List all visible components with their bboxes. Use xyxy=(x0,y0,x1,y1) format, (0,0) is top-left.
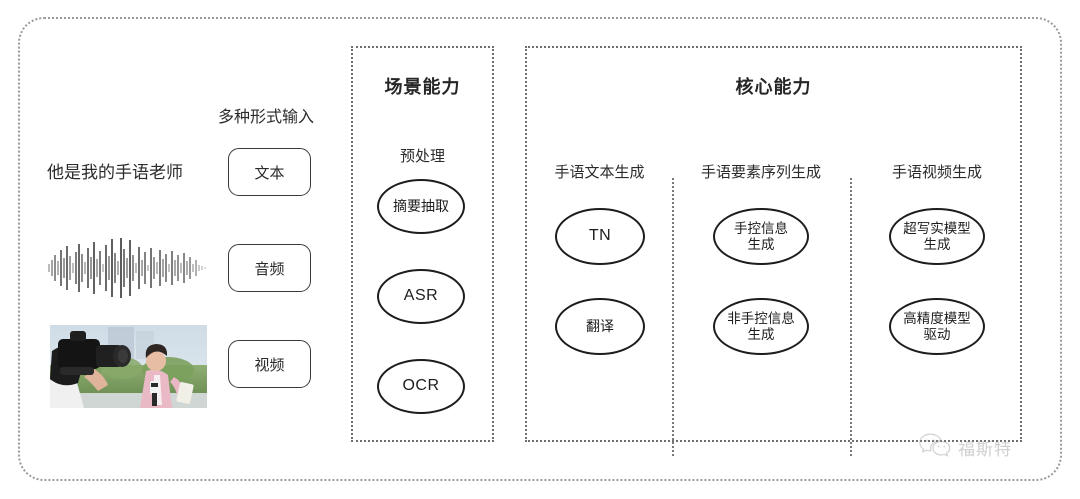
core-column-divider-1 xyxy=(672,178,674,456)
scenario-capability-panel: 场景能力 预处理 摘要抽取 ASR OCR xyxy=(351,46,494,442)
text-sample-value: 他是我的手语老师 xyxy=(47,163,183,182)
core-column-3-header: 手语视频生成 xyxy=(891,164,982,181)
core-column-divider-2 xyxy=(850,178,852,456)
watermark-label: 福斯特 xyxy=(958,440,1012,459)
core-column-element-sequence: 手语要素序列生成 手控信息 生成 非手控信息 生成 xyxy=(672,48,850,440)
video-thumbnail xyxy=(50,325,207,408)
audio-waveform-icon xyxy=(44,236,208,300)
node-high-precision-model-driving[interactable]: 高精度模型 驱动 xyxy=(889,298,985,355)
watermark: 福斯特 xyxy=(918,432,1012,463)
node-manual-feature-generation[interactable]: 手控信息 生成 xyxy=(713,208,809,265)
node-tn[interactable]: TN xyxy=(555,208,645,265)
outer-frame xyxy=(18,17,1062,481)
node-asr[interactable]: ASR xyxy=(377,269,465,324)
input-chip-audio[interactable]: 音频 xyxy=(228,244,311,292)
core-column-2-header: 手语要素序列生成 xyxy=(700,164,821,181)
node-ocr[interactable]: OCR xyxy=(377,359,465,414)
core-panel-title: 核心能力 xyxy=(735,77,812,97)
core-column-video-generation: 手语视频生成 超写实模型 生成 高精度模型 驱动 xyxy=(850,48,1024,440)
node-non-manual-feature-generation[interactable]: 非手控信息 生成 xyxy=(713,298,809,355)
core-column-1-header: 手语文本生成 xyxy=(554,164,645,181)
wechat-icon xyxy=(918,432,952,463)
node-abstract-extraction[interactable]: 摘要抽取 xyxy=(377,179,465,234)
node-translation[interactable]: 翻译 xyxy=(555,298,645,355)
node-photoreal-model-generation[interactable]: 超写实模型 生成 xyxy=(889,208,985,265)
core-capability-panel: 核心能力 手语文本生成 TN 翻译 手语要素序列生成 手控信息 生成 非手控信息… xyxy=(525,46,1024,456)
input-chip-video[interactable]: 视频 xyxy=(228,340,311,388)
core-column-text-generation: 手语文本生成 TN 翻译 xyxy=(527,48,672,440)
scenario-group-label: 预处理 xyxy=(399,148,445,165)
input-section-heading: 多种形式输入 xyxy=(218,109,315,126)
scenario-panel-title: 场景能力 xyxy=(384,77,461,97)
input-chip-text[interactable]: 文本 xyxy=(228,148,311,196)
